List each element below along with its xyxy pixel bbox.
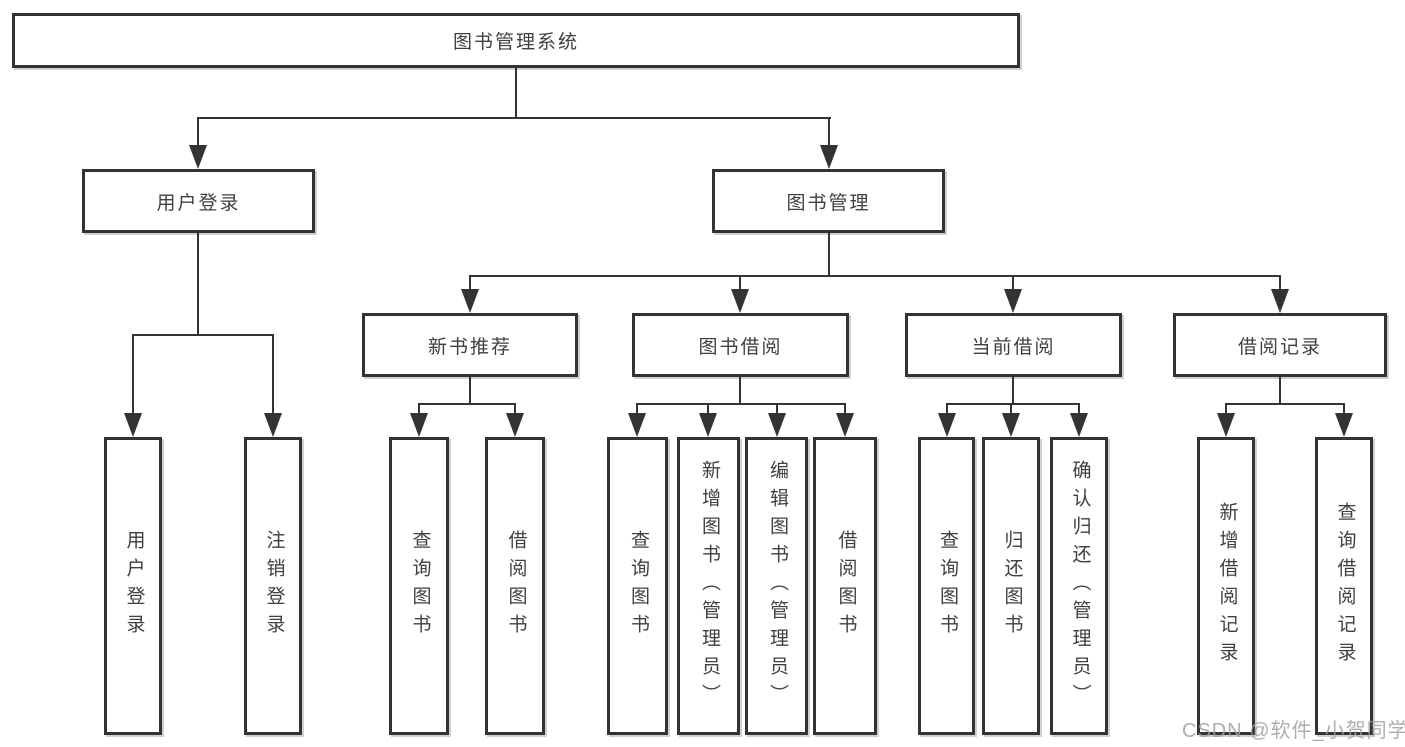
connector-drop — [636, 403, 638, 415]
connector-bookborrow-stub — [739, 377, 741, 405]
node-new-book-recommend: 新书推荐 — [362, 313, 578, 377]
arrowhead-new-book — [461, 289, 479, 313]
connector-drop-login-leaf — [132, 334, 134, 415]
node-label: 当前借阅 — [971, 336, 1056, 358]
leaf-label: 查询图书 — [409, 530, 431, 642]
connector-bookborrow-rail — [636, 403, 846, 405]
connector-currentborrow-rail — [946, 403, 1080, 405]
connector-userlogin-stub — [197, 233, 199, 336]
connector-records-rail — [1225, 403, 1345, 405]
connector-drop — [1225, 403, 1227, 415]
arrowhead — [410, 413, 428, 437]
leaf-query-borrow-record: 查询借阅记录 — [1315, 437, 1373, 735]
arrowhead — [1002, 413, 1020, 437]
leaf-query-books-current: 查询图书 — [918, 437, 975, 735]
connector-root-stub — [515, 68, 517, 119]
connector-root-rail — [197, 117, 831, 119]
arrowhead-logout-leaf — [264, 413, 282, 437]
arrowhead-book-borrow — [731, 289, 749, 313]
leaf-add-borrow-record: 新增借阅记录 — [1197, 437, 1255, 735]
connector-drop-user-login — [197, 117, 199, 147]
connector-drop — [844, 403, 846, 415]
connector-drop — [418, 403, 420, 415]
connector-userlogin-rail — [132, 334, 274, 336]
leaf-return-book: 归还图书 — [982, 437, 1040, 735]
leaf-label: 注销登录 — [263, 530, 285, 642]
arrowhead-borrow-records — [1271, 289, 1289, 313]
connector-newbook-rail — [418, 403, 516, 405]
node-current-borrow: 当前借阅 — [905, 313, 1122, 377]
arrowhead — [938, 413, 956, 437]
leaf-label: 借阅图书 — [505, 530, 527, 642]
arrowhead — [836, 413, 854, 437]
leaf-query-books-recommend: 查询图书 — [389, 437, 449, 735]
arrowhead-book-mgmt — [820, 145, 838, 169]
node-user-login: 用户登录 — [82, 169, 315, 233]
leaf-label: 查询借阅记录 — [1334, 502, 1356, 670]
connector-drop-borrow-records — [1279, 275, 1281, 291]
connector-drop-book-borrow — [739, 275, 741, 291]
connector-drop-current-borrow — [1012, 275, 1014, 291]
connector-drop — [776, 403, 778, 415]
arrowhead-login-leaf — [124, 413, 142, 437]
arrowhead — [628, 413, 646, 437]
leaf-label: 归还图书 — [1001, 530, 1023, 642]
leaf-borrow-books: 借阅图书 — [813, 437, 877, 735]
node-label: 图书管理系统 — [452, 32, 579, 53]
arrowhead-user-login — [189, 145, 207, 169]
node-label: 新书推荐 — [427, 336, 512, 358]
leaf-label: 查询图书 — [627, 530, 649, 642]
leaf-user-login: 用户登录 — [104, 437, 162, 735]
leaf-logout: 注销登录 — [244, 437, 302, 735]
leaf-label: 借阅图书 — [835, 530, 857, 642]
leaf-borrow-books-recommend: 借阅图书 — [485, 437, 545, 735]
connector-drop — [514, 403, 516, 415]
leaf-query-books-borrow: 查询图书 — [607, 437, 668, 735]
connector-bookmgmt-stub — [828, 233, 830, 277]
connector-drop — [946, 403, 948, 415]
leaf-edit-book-admin: 编辑图书（管理员） — [745, 437, 808, 735]
arrowhead-current-borrow — [1004, 289, 1022, 313]
node-label: 图书管理 — [786, 192, 871, 214]
leaf-confirm-return-admin: 确认归还（管理员） — [1050, 437, 1108, 735]
leaf-add-book-admin: 新增图书（管理员） — [677, 437, 740, 735]
leaf-label: 新增图书（管理员） — [698, 460, 720, 712]
connector-bookmgmt-rail — [469, 275, 1281, 277]
connector-drop-logout-leaf — [272, 334, 274, 415]
arrowhead — [506, 413, 524, 437]
arrowhead — [1335, 413, 1353, 437]
connector-newbook-stub — [469, 377, 471, 405]
leaf-label: 新增借阅记录 — [1216, 502, 1238, 670]
node-root-library-system: 图书管理系统 — [12, 13, 1020, 68]
node-label: 用户登录 — [156, 192, 241, 214]
leaf-label: 用户登录 — [123, 530, 145, 642]
node-label: 图书借阅 — [698, 336, 783, 358]
arrowhead — [1070, 413, 1088, 437]
csdn-watermark: CSDN @软件_小贺同学 — [1182, 720, 1405, 742]
node-book-borrow: 图书借阅 — [632, 313, 849, 377]
arrowhead — [768, 413, 786, 437]
node-book-management: 图书管理 — [712, 169, 945, 233]
node-label: 借阅记录 — [1237, 336, 1322, 358]
arrowhead — [699, 413, 717, 437]
leaf-label: 确认归还（管理员） — [1069, 460, 1091, 712]
connector-drop — [707, 403, 709, 415]
connector-currentborrow-stub — [1012, 377, 1014, 405]
leaf-label: 编辑图书（管理员） — [766, 460, 788, 712]
connector-drop — [1078, 403, 1080, 415]
leaf-label: 查询图书 — [936, 530, 958, 642]
connector-drop-book-mgmt — [828, 117, 830, 147]
node-borrow-records: 借阅记录 — [1173, 313, 1387, 377]
connector-drop — [1010, 403, 1012, 415]
connector-drop-new-book — [469, 275, 471, 291]
connector-drop — [1343, 403, 1345, 415]
connector-records-stub — [1279, 377, 1281, 405]
arrowhead — [1217, 413, 1235, 437]
